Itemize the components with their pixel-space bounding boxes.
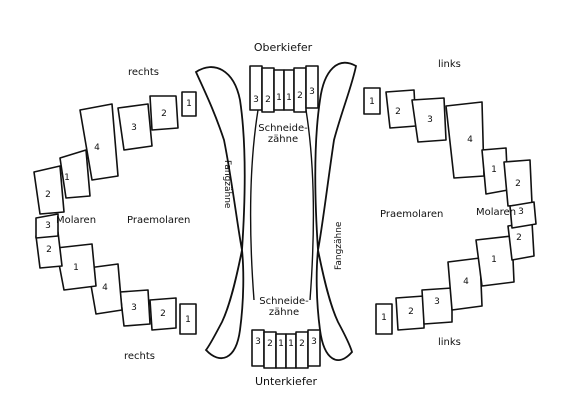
tooth-number-lower-left-2: 2	[408, 307, 414, 317]
label-right-bottom: rechts	[124, 351, 156, 362]
upper-right-teeth	[33, 91, 197, 215]
tooth-number-upper-left-4: 4	[467, 135, 473, 145]
label-incisors-bottom: Schneide- zähne	[259, 296, 309, 318]
label-left-top: links	[438, 59, 461, 70]
canine-lower-left	[315, 249, 354, 361]
tooth-number-upper-right-4: 4	[94, 143, 100, 153]
tooth-number-lower-right-5: 1	[73, 263, 79, 273]
tooth-number-lower-left-6: 2	[516, 233, 522, 243]
upper-left-teeth	[363, 87, 533, 207]
label-premolars-left-side: Praemolaren	[380, 209, 444, 220]
label-upper-jaw: Oberkiefer	[253, 41, 313, 54]
tooth-number-upper-left-1: 1	[369, 97, 375, 107]
canine-upper-left	[314, 61, 358, 251]
tooth-number-lower-incisors-4: 1	[288, 339, 294, 349]
tooth-number-lower-right-4: 4	[102, 283, 108, 293]
lower-left-teeth	[375, 201, 537, 335]
label-incisors-top: Schneide- zähne	[258, 123, 308, 145]
tooth-number-lower-left-1: 1	[381, 313, 387, 323]
lower-incisors	[251, 329, 321, 369]
label-molars-left-side: Molaren	[476, 207, 517, 218]
tooth-number-lower-left-5: 1	[491, 255, 497, 265]
label-premolars-right-side: Praemolaren	[127, 215, 191, 226]
label-lower-jaw: Unterkiefer	[255, 375, 317, 388]
tooth-number-lower-left-7: 3	[518, 207, 524, 217]
tooth-number-lower-incisors-6: 3	[311, 337, 317, 347]
tooth-number-lower-incisors-1: 3	[255, 337, 261, 347]
tooth-number-lower-right-7: 3	[45, 221, 51, 231]
tooth-number-upper-incisors-1: 3	[253, 95, 259, 105]
tooth-number-lower-right-1: 1	[185, 315, 191, 325]
tooth-number-lower-right-6: 2	[46, 245, 52, 255]
tooth-number-upper-incisors-3: 1	[276, 93, 282, 103]
tooth-number-upper-right-1: 1	[186, 99, 192, 109]
tooth-number-lower-incisors-3: 1	[278, 339, 284, 349]
canine-lower-right	[204, 249, 245, 360]
tooth-number-upper-left-5: 1	[491, 165, 497, 175]
tooth-number-upper-left-2: 2	[395, 107, 401, 117]
tooth-number-lower-right-2: 2	[160, 309, 166, 319]
label-canines-right-side: Fangzähne	[222, 160, 232, 209]
tooth-number-upper-left-3: 3	[427, 115, 433, 125]
canine-upper-right	[194, 66, 246, 251]
label-right-top: rechts	[128, 67, 160, 78]
tooth-number-upper-right-2: 2	[161, 109, 167, 119]
tooth-number-lower-incisors-5: 2	[299, 339, 305, 349]
tooth-number-lower-left-3: 3	[434, 297, 440, 307]
tooth-number-upper-incisors-6: 3	[309, 87, 315, 97]
label-canines-left-side: Fangzähne	[334, 221, 344, 270]
lower-right-teeth	[35, 213, 197, 335]
tooth-number-upper-right-5: 1	[64, 173, 70, 183]
center-line-left	[249, 109, 259, 301]
tooth-number-lower-left-4: 4	[463, 277, 469, 287]
tooth-number-lower-incisors-2: 2	[267, 339, 273, 349]
label-left-bottom: links	[438, 337, 461, 348]
upper-incisors	[249, 65, 319, 113]
tooth-number-upper-right-3: 3	[131, 123, 137, 133]
tooth-number-upper-incisors-2: 2	[265, 95, 271, 105]
tooth-number-upper-incisors-5: 2	[297, 91, 303, 101]
tooth-number-upper-right-6: 2	[45, 190, 51, 200]
tooth-number-upper-incisors-4: 1	[286, 93, 292, 103]
label-molars-right-side: Molaren	[56, 215, 97, 226]
center-line-right	[305, 109, 315, 301]
tooth-number-lower-right-3: 3	[131, 303, 137, 313]
tooth-number-upper-left-6: 2	[515, 179, 521, 189]
